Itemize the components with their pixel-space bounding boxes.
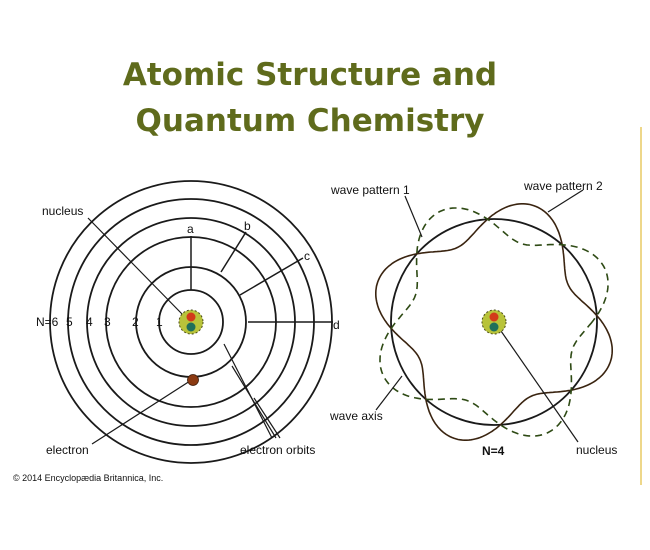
- n-equals-4-label: N=4: [482, 444, 505, 458]
- radius-label-a: a: [187, 222, 194, 236]
- shell-number-3: 3: [104, 315, 111, 329]
- shell-number-1: 1: [156, 315, 163, 329]
- wave-pattern-1-leader: [404, 195, 423, 238]
- radius-c: [239, 257, 304, 296]
- wave-nucleus: [481, 309, 507, 335]
- radius-label-c: c: [304, 249, 310, 263]
- radius-label-b: b: [244, 219, 251, 233]
- shell-number-5: 5: [66, 315, 73, 329]
- nucleus-leader: [87, 217, 185, 317]
- wave-pattern-1-label: wave pattern 1: [330, 183, 410, 197]
- wave-nucleus-leader: [500, 330, 579, 443]
- nucleus-glow: [179, 310, 203, 334]
- wave-pattern-2-curve: [379, 207, 609, 437]
- electron-orbits-label: electron orbits: [240, 443, 315, 457]
- radius-label-d: d: [333, 318, 340, 332]
- shell-number-4: 4: [86, 315, 93, 329]
- nucleus-label: nucleus: [42, 204, 83, 218]
- shell-number-2: 2: [132, 315, 139, 329]
- wave-pattern-1-curve: [375, 203, 613, 441]
- orbit-leader-1: [223, 343, 273, 439]
- electron: [187, 374, 199, 386]
- wave-model: [375, 189, 613, 443]
- proton: [186, 312, 196, 322]
- proton-2: [489, 312, 499, 322]
- electron-label: electron: [46, 443, 89, 457]
- electron-leader: [91, 380, 191, 445]
- radius-b: [220, 231, 247, 273]
- divider-line: [640, 127, 642, 485]
- orbit-leader-2: [231, 365, 277, 439]
- wave-axis-label: wave axis: [329, 409, 383, 423]
- wave-nucleus-label: nucleus: [576, 443, 617, 457]
- orbit-leader-3: [253, 397, 281, 439]
- nucleus-glow-2: [482, 310, 506, 334]
- neutron-2: [489, 322, 499, 332]
- copyright-text: © 2014 Encyclopædia Britannica, Inc.: [13, 473, 163, 483]
- wave-pattern-2-label: wave pattern 2: [523, 179, 603, 193]
- title-line-1: Atomic Structure and: [122, 57, 498, 93]
- wave-axis-circle: [390, 218, 598, 426]
- wave-pattern-2-leader: [547, 189, 584, 213]
- wave-axis-leader: [375, 375, 403, 411]
- neutron: [186, 322, 196, 332]
- bohr-nucleus: [178, 309, 204, 335]
- title-line-2: Quantum Chemistry: [135, 103, 485, 139]
- page-title: Atomic Structure and Quantum Chemistry: [0, 52, 620, 144]
- shell-number-6: N=6: [36, 315, 59, 329]
